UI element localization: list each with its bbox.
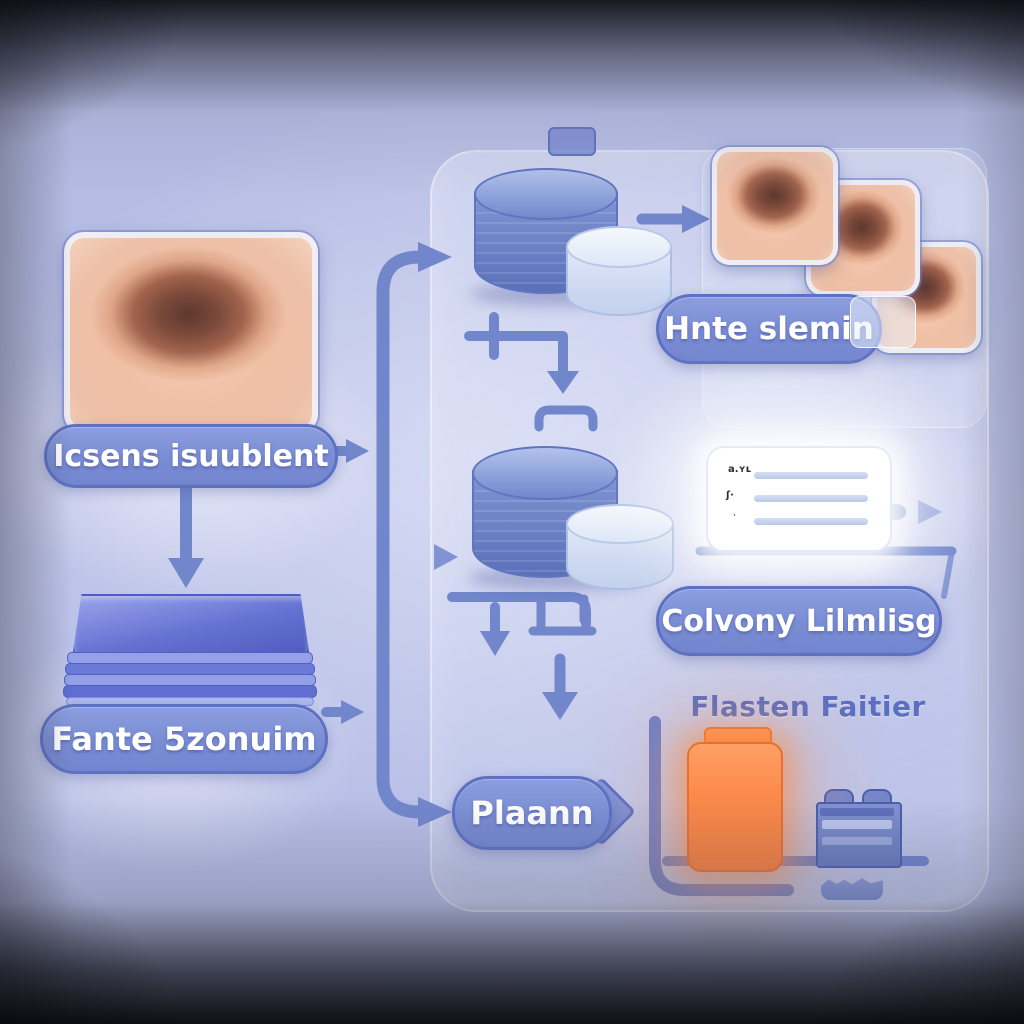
glass-fragment — [850, 296, 916, 348]
card-scribble: a.ʏʟ — [728, 464, 752, 475]
card-line — [754, 518, 868, 525]
db-top — [474, 168, 618, 220]
input-label: Icsens isuublent — [53, 438, 329, 474]
plan-label: Plaann — [470, 794, 594, 832]
input-lesion-image — [64, 232, 318, 434]
plates-stack-icon — [62, 594, 317, 706]
dataset-label-pill: Fante 5zonuim — [40, 704, 328, 774]
bucket-top — [566, 504, 674, 544]
dataset-label: Fante 5zonuim — [51, 720, 317, 758]
report-label-pill: Colvony Lilmlisg — [656, 586, 942, 656]
plate-top — [72, 594, 310, 658]
result-lesion-image-1 — [712, 147, 838, 265]
db-top — [472, 446, 618, 500]
bucket-top-icon — [566, 226, 672, 316]
report-card: a.ʏʟ ʃ· ˙ — [706, 446, 892, 552]
box-stripe — [822, 820, 892, 829]
box-stripe — [820, 808, 894, 816]
plan-label-pill: Plaann — [452, 776, 612, 850]
chart-title: Flasten Faitier — [690, 690, 926, 723]
results-label: Hnte slemin — [664, 311, 874, 347]
box-stripe — [822, 837, 892, 845]
card-line — [754, 495, 868, 502]
card-scribble: ʃ· — [726, 490, 734, 501]
bucket-top — [566, 226, 672, 268]
input-label-pill: Icsens isuublent — [44, 424, 338, 488]
blue-bar — [816, 802, 902, 868]
orange-bar — [687, 742, 783, 872]
card-line — [754, 472, 868, 479]
results-label-pill: Hnte slemin — [656, 294, 882, 364]
card-scribble: ˙ — [732, 514, 737, 525]
report-label: Colvony Lilmlisg — [661, 603, 937, 639]
bucket-mid-icon — [566, 504, 674, 590]
small-chip — [548, 127, 596, 156]
